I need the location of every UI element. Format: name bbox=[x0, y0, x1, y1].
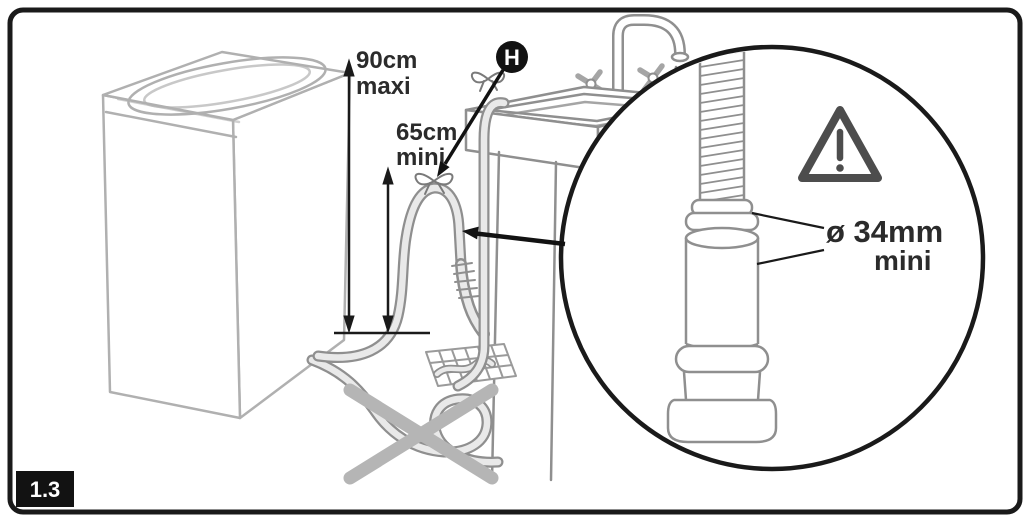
measurement-arrow-max bbox=[343, 58, 355, 334]
max-height-qualifier-label: maxi bbox=[356, 73, 411, 100]
detail-pointer-arrow-icon bbox=[462, 226, 566, 247]
diameter-value-label: ø 34mm bbox=[826, 214, 943, 249]
min-height-value-label: 65cm bbox=[396, 119, 457, 146]
drain-hose-hook bbox=[312, 182, 490, 363]
callout-h-badge: H bbox=[496, 41, 528, 73]
min-height-qualifier-label: mini bbox=[396, 144, 445, 171]
washing-machine-illustration bbox=[101, 50, 352, 420]
standpipe bbox=[666, 50, 778, 444]
figure-number-label: 1.3 bbox=[30, 477, 61, 502]
sink-pedestal bbox=[490, 150, 558, 482]
measurement-arrow-min bbox=[382, 166, 394, 334]
callout-arrow-icon bbox=[437, 69, 505, 177]
warning-triangle-icon bbox=[798, 106, 882, 182]
diameter-pointer-lines bbox=[751, 211, 825, 266]
callout-h-label: H bbox=[504, 45, 520, 70]
prohibition-cross-icon bbox=[343, 383, 499, 485]
hose-tie-bow-sink bbox=[470, 71, 506, 92]
figure-number-badge: 1.3 bbox=[16, 471, 74, 507]
magnifier-circle: ø 34mm mini bbox=[558, 44, 986, 472]
max-height-value-label: 90cm bbox=[356, 47, 417, 74]
inlet-hose-sink bbox=[452, 97, 510, 392]
washer-lid bbox=[127, 56, 327, 116]
hose-tie-bow-hook bbox=[414, 172, 454, 195]
diameter-qualifier-label: mini bbox=[874, 245, 932, 276]
hose-corrugation bbox=[451, 262, 480, 299]
